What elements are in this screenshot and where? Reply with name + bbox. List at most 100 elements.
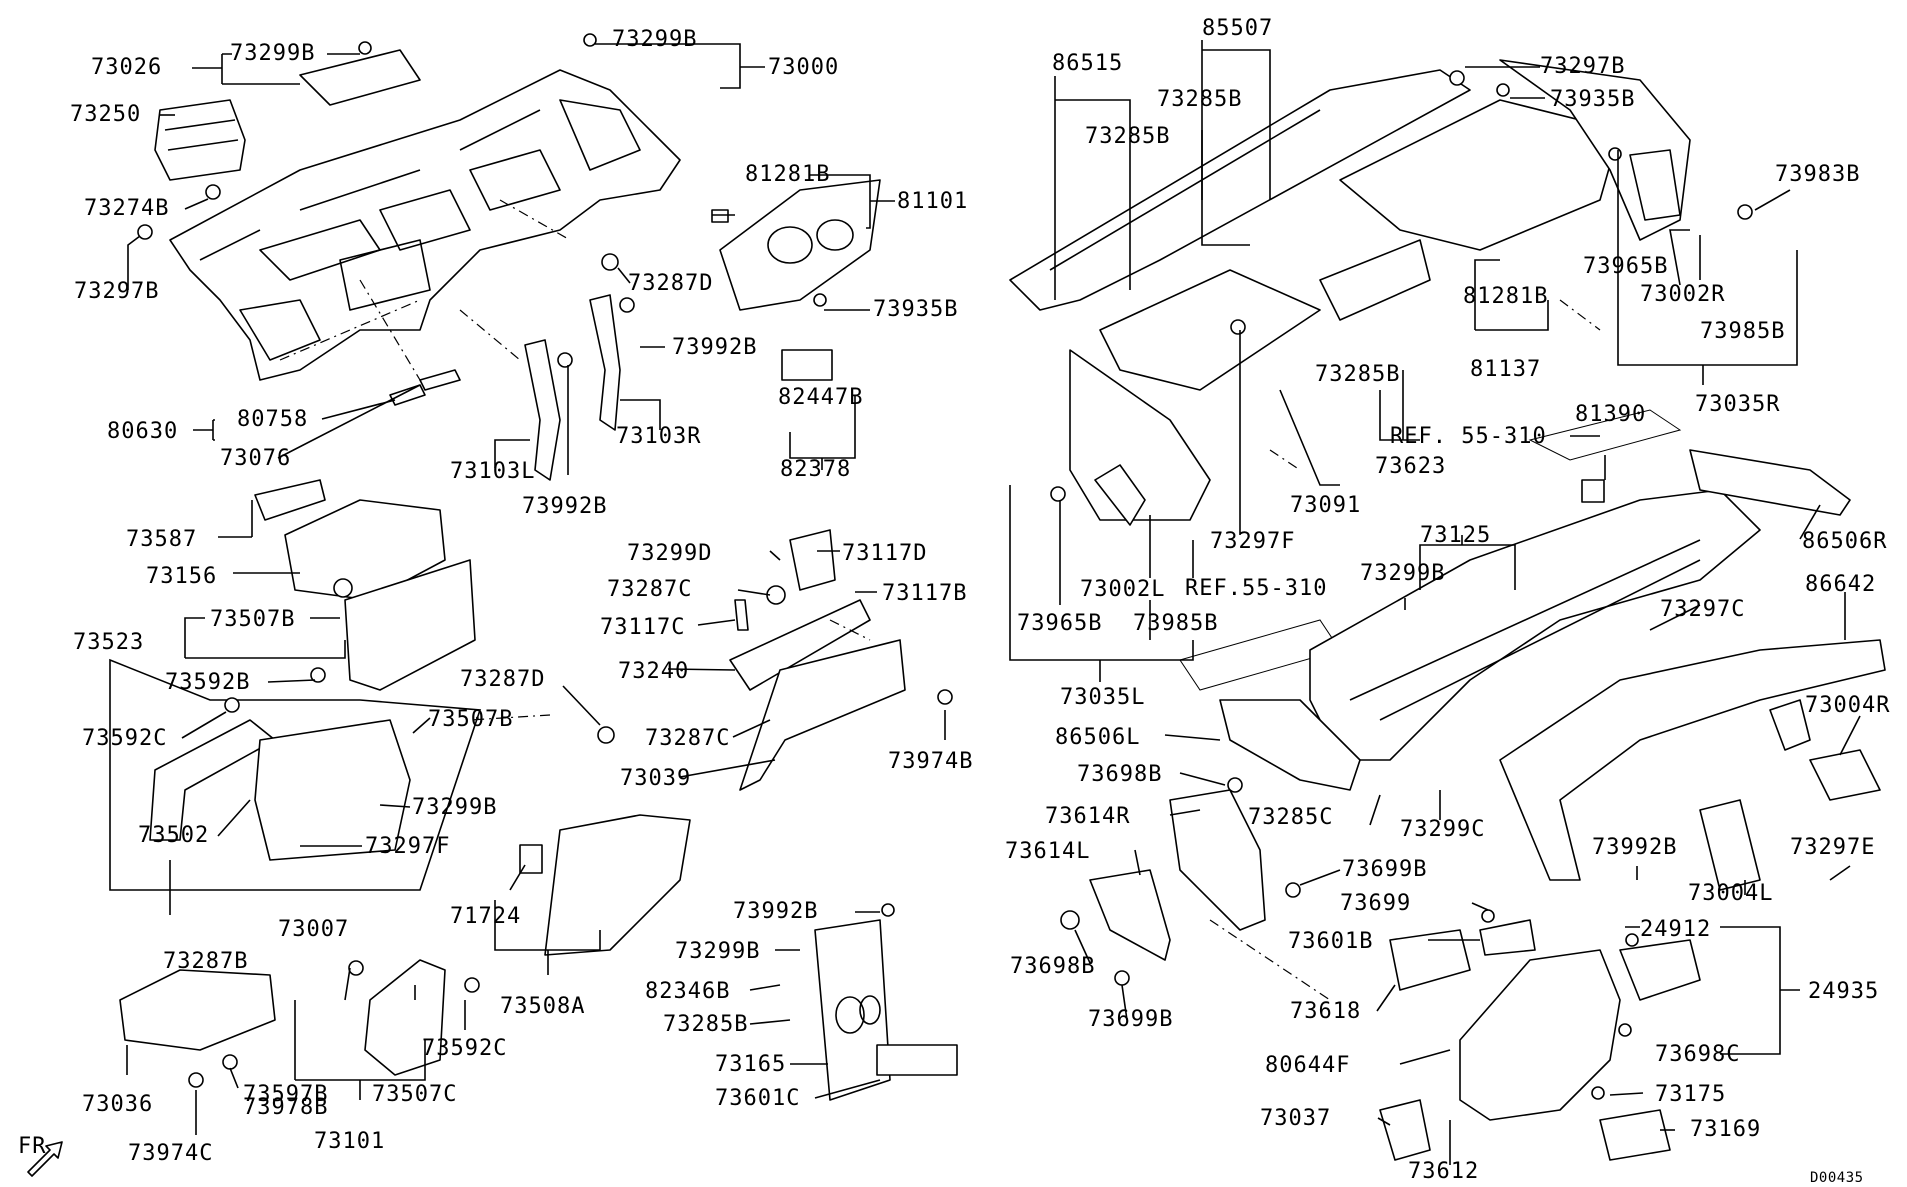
part-label: 73965B (1017, 611, 1103, 636)
part-label: 73287C (645, 726, 731, 751)
part-label: 73965B (1583, 254, 1669, 279)
part-label: 73169 (1690, 1117, 1762, 1142)
part-label: 73004R (1805, 693, 1891, 718)
part-label: 73026 (91, 55, 163, 80)
part-label: 73299B (230, 41, 316, 66)
upper-pad-81137-part (1339, 99, 1621, 251)
part-label: 73297B (74, 279, 160, 304)
vent-73002L-part (1094, 464, 1146, 526)
switch-82447B-part (781, 349, 833, 381)
frame-73587-part (254, 479, 326, 521)
part-label: 73039 (620, 766, 692, 791)
part-label: 73103L (450, 459, 536, 484)
part-label: 73614L (1005, 839, 1091, 864)
part-label: 73117C (600, 615, 686, 640)
duct-86506R-part (1689, 449, 1851, 516)
part-label: 73035R (1695, 392, 1781, 417)
panel-73623-part (1319, 239, 1431, 321)
instrument-panel-frame-part (169, 69, 681, 381)
part-label: 73618 (1290, 999, 1362, 1024)
airbag-module-part (154, 99, 246, 181)
part-label: 73974C (128, 1141, 214, 1166)
trim-73103L-part (524, 339, 561, 481)
part-label: 73076 (220, 446, 292, 471)
part-label: 73287C (607, 577, 693, 602)
part-label: 73299D (627, 541, 713, 566)
diagram-id: D00435 (1810, 1170, 1864, 1186)
part-label: 73601C (715, 1086, 801, 1111)
part-label: 73240 (618, 659, 690, 684)
part-label: 73507B (428, 707, 514, 732)
part-label: 73091 (1290, 493, 1362, 518)
front-arrow-icon (27, 1141, 63, 1177)
part-label: 73507C (372, 1082, 458, 1107)
center-panel-73165-part (814, 919, 891, 1101)
part-label: REF. 55-310 (1390, 424, 1547, 449)
part-label: 73299C (1400, 817, 1486, 842)
upper-pad-86515-part (1009, 69, 1471, 311)
label-71724-part (519, 844, 543, 874)
part-label: 73002R (1640, 282, 1726, 307)
part-label: 73285B (1085, 124, 1171, 149)
lower-box-73508A-part (544, 814, 691, 956)
part-label: 73156 (146, 564, 218, 589)
part-label: 80644F (1265, 1053, 1351, 1078)
part-label: 73699 (1340, 891, 1412, 916)
part-label: 81101 (897, 189, 969, 214)
part-label: 86642 (1805, 572, 1877, 597)
part-label: 73103R (616, 424, 702, 449)
part-label: 73698B (1077, 762, 1163, 787)
part-label: 73523 (73, 630, 145, 655)
part-label: 73992B (522, 494, 608, 519)
part-label: 81281B (745, 162, 831, 187)
part-label: 73287D (628, 271, 714, 296)
part-label: 73985B (1700, 319, 1786, 344)
part-label: 73992B (672, 335, 758, 360)
part-label: 73974B (888, 749, 974, 774)
part-label: 80630 (107, 419, 179, 444)
part-label: 73175 (1655, 1082, 1727, 1107)
part-label: 73287D (460, 667, 546, 692)
part-label: 73698C (1655, 1042, 1741, 1067)
part-label: 81137 (1470, 357, 1542, 382)
front-direction-label: FR (18, 1134, 47, 1159)
part-label: 85507 (1202, 16, 1274, 41)
meter-cluster-bezel-part (719, 179, 881, 311)
part-label: 73299B (612, 27, 698, 52)
part-label: 73597B (243, 1082, 329, 1107)
part-label: 80758 (237, 407, 309, 432)
part-label: REF.55-310 (1185, 576, 1328, 601)
bracket-73026-part (299, 49, 421, 106)
lid-73523-part (344, 559, 476, 691)
bin-73156-part (284, 499, 446, 601)
vent-73002R-part (1629, 149, 1681, 221)
part-label: 73614R (1045, 804, 1131, 829)
part-label: 71724 (450, 904, 522, 929)
leader-lines (126, 40, 1861, 1165)
part-label: 73508A (500, 994, 586, 1019)
pocket-73037-part (1379, 1099, 1431, 1161)
frame-73007-part (254, 719, 411, 861)
part-label: 73035L (1060, 685, 1146, 710)
part-label: 86515 (1052, 51, 1124, 76)
part-label: 73000 (768, 55, 840, 80)
part-label: 86506R (1802, 529, 1888, 554)
part-label: 73592C (82, 726, 168, 751)
part-label: 73037 (1260, 1106, 1332, 1131)
console-73612-part (1459, 949, 1621, 1121)
part-label: 73985B (1133, 611, 1219, 636)
part-label: 73299B (1360, 561, 1446, 586)
part-label: 73285B (1315, 362, 1401, 387)
part-label: 73935B (873, 297, 959, 322)
part-label: 73004L (1688, 881, 1774, 906)
part-label: 73002L (1080, 577, 1166, 602)
part-label: 81390 (1575, 402, 1647, 427)
part-label: 73285B (1157, 87, 1243, 112)
part-label: 73297B (1540, 54, 1626, 79)
part-label: 73992B (1592, 835, 1678, 860)
part-label: 73992B (733, 899, 819, 924)
part-label: 73698B (1010, 954, 1096, 979)
part-label: 73297F (365, 834, 451, 859)
duct-86506L-part (1219, 699, 1361, 791)
